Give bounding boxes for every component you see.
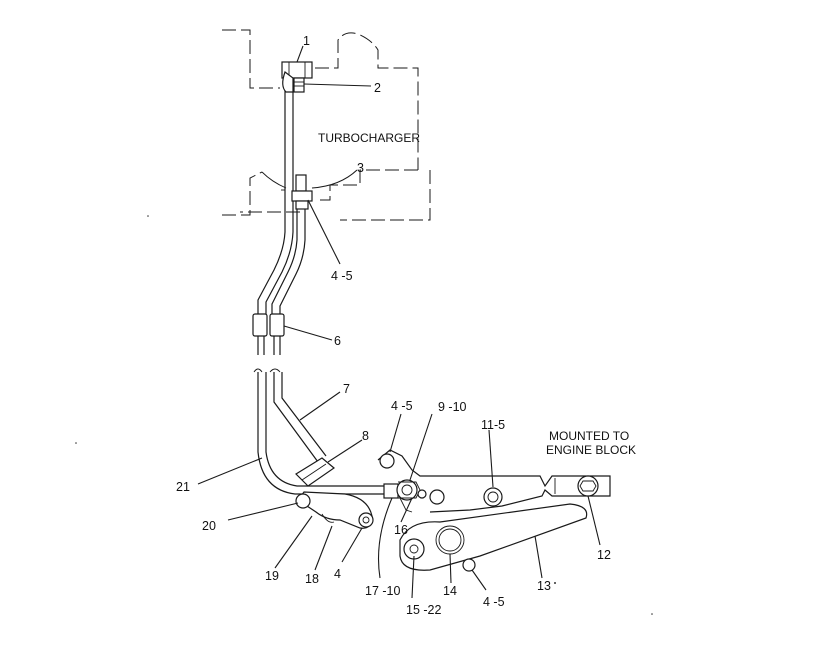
callout-8: 8 [362,429,369,443]
tube-clamp [295,457,335,487]
lower-support-bar [399,503,588,572]
callout-7: 7 [343,382,350,396]
lower-bracket [295,491,374,529]
leader-lines [197,45,601,599]
callout-16: 16 [394,523,408,537]
scan-specks [75,215,653,615]
callout-18: 18 [305,572,319,586]
top-banjo-fitting [281,61,313,93]
callout-17-10: 17 -10 [365,584,400,598]
callout-21: 21 [176,480,190,494]
callout-11-5: 11-5 [481,418,505,432]
turbocharger-outline [222,29,431,221]
callout-14: 14 [443,584,457,598]
connector-fitting [281,174,313,210]
callout-13: 13 [537,579,551,593]
callout-4-5-bottom: 4 -5 [483,595,505,609]
lower-oil-tubes [253,368,385,495]
lower-banjo-fitting [383,479,427,513]
callout-1: 1 [303,34,310,48]
callout-4: 4 [334,567,341,581]
callout-20: 20 [202,519,216,533]
callout-2: 2 [374,81,381,95]
callout-9-10: 9 -10 [438,400,467,414]
callout-12: 12 [597,548,611,562]
callout-6: 6 [334,334,341,348]
turbocharger-label: TURBOCHARGER [318,131,420,145]
callout-3: 3 [357,161,364,175]
callout-15-22: 15 -22 [406,603,441,617]
callout-4-5-mid: 4 -5 [391,399,413,413]
engine-block-label: ENGINE BLOCK [546,443,636,457]
upper-mounting-plate [377,449,611,513]
mounted-to-label: MOUNTED TO [549,429,629,443]
callout-19: 19 [265,569,279,583]
hose-couplings [252,313,285,355]
callout-4-5-top: 4 -5 [331,269,353,283]
upper-oil-tubes [257,78,306,318]
